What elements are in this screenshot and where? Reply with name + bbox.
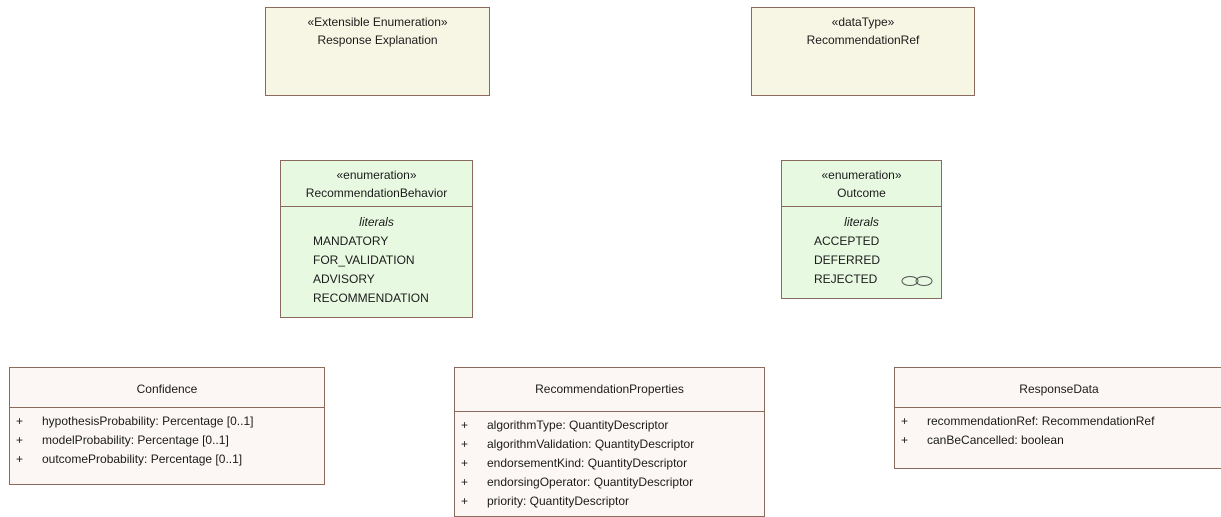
- outcome-enumeration[interactable]: «enumeration» Outcome literals ACCEPTED …: [781, 160, 942, 299]
- attribute-row: + priority: QuantityDescriptor: [455, 492, 764, 511]
- class-name: RecommendationProperties: [535, 382, 684, 396]
- attribute-text: hypothesisProbability: Percentage [0..1]: [42, 414, 254, 428]
- visibility-marker: +: [461, 437, 469, 451]
- attribute-text: outcomeProbability: Percentage [0..1]: [42, 452, 243, 466]
- class-header: «Extensible Enumeration» Response Explan…: [266, 8, 489, 49]
- stereotype-label: «Extensible Enumeration»: [307, 15, 448, 29]
- literals-compartment: literals MANDATORY FOR_VALIDATION ADVISO…: [281, 206, 472, 308]
- attribute-row: + algorithmType: QuantityDescriptor: [455, 416, 764, 435]
- stereotype-label: «dataType»: [831, 15, 895, 29]
- recommendation-behavior-enumeration[interactable]: «enumeration» RecommendationBehavior lit…: [280, 160, 473, 318]
- class-header: «enumeration» RecommendationBehavior: [281, 161, 472, 206]
- attributes-compartment: + hypothesisProbability: Percentage [0..…: [10, 407, 324, 469]
- attributes-compartment: + algorithmType: QuantityDescriptor + al…: [455, 411, 764, 511]
- enum-literal: ADVISORY: [313, 272, 375, 286]
- class-name: RecommendationRef: [806, 33, 920, 47]
- visibility-marker: +: [901, 414, 909, 428]
- attribute-row: + modelProbability: Percentage [0..1]: [10, 431, 324, 450]
- class-header: Confidence: [10, 368, 324, 407]
- attribute-text: priority: QuantityDescriptor: [487, 494, 630, 508]
- recommendation-properties-class[interactable]: RecommendationProperties + algorithmType…: [454, 367, 765, 517]
- class-name: Response Explanation: [317, 33, 438, 47]
- visibility-marker: +: [461, 475, 469, 489]
- enum-literal: RECOMMENDATION: [313, 291, 429, 305]
- attribute-row: + hypothesisProbability: Percentage [0..…: [10, 412, 324, 431]
- response-data-class[interactable]: ResponseData + recommendationRef: Recomm…: [894, 367, 1221, 469]
- enum-literal: MANDATORY: [313, 234, 389, 248]
- class-name: ResponseData: [1019, 382, 1099, 396]
- stereotype-label: «enumeration»: [821, 168, 902, 182]
- visibility-marker: +: [461, 418, 469, 432]
- literals-caption: literals: [844, 215, 879, 229]
- confidence-class[interactable]: Confidence + hypothesisProbability: Perc…: [9, 367, 325, 485]
- class-header: «enumeration» Outcome: [782, 161, 941, 206]
- response-explanation-class[interactable]: «Extensible Enumeration» Response Explan…: [265, 7, 490, 96]
- attribute-row: + outcomeProbability: Percentage [0..1]: [10, 450, 324, 469]
- attribute-row: + endorsementKind: QuantityDescriptor: [455, 454, 764, 473]
- attribute-row: + recommendationRef: RecommendationRef: [895, 412, 1221, 431]
- attribute-text: canBeCancelled: boolean: [927, 433, 1064, 447]
- visibility-marker: +: [16, 433, 24, 447]
- visibility-marker: +: [901, 433, 909, 447]
- class-header: «dataType» RecommendationRef: [752, 8, 974, 49]
- attribute-text: recommendationRef: RecommendationRef: [927, 414, 1155, 428]
- class-header: RecommendationProperties: [455, 368, 764, 411]
- stereotype-label: «enumeration»: [336, 168, 417, 182]
- class-name: Outcome: [837, 186, 886, 200]
- visibility-marker: +: [461, 494, 469, 508]
- attribute-text: endorsementKind: QuantityDescriptor: [487, 456, 688, 470]
- enum-literal: REJECTED: [814, 272, 878, 286]
- attribute-row: + canBeCancelled: boolean: [895, 431, 1221, 450]
- enum-literal: FOR_VALIDATION: [313, 253, 415, 267]
- recommendation-ref-datatype[interactable]: «dataType» RecommendationRef: [751, 7, 975, 96]
- visibility-marker: +: [16, 414, 24, 428]
- attribute-text: algorithmType: QuantityDescriptor: [487, 418, 669, 432]
- enum-literal: DEFERRED: [814, 253, 881, 267]
- chain-link-icon: [899, 274, 935, 292]
- visibility-marker: +: [461, 456, 469, 470]
- attribute-row: + algorithmValidation: QuantityDescripto…: [455, 435, 764, 454]
- enum-literal: ACCEPTED: [814, 234, 880, 248]
- class-header: ResponseData: [895, 368, 1221, 407]
- class-name: Confidence: [136, 382, 198, 396]
- attribute-text: modelProbability: Percentage [0..1]: [42, 433, 229, 447]
- visibility-marker: +: [16, 452, 24, 466]
- class-name: RecommendationBehavior: [305, 186, 448, 200]
- attribute-row: + endorsingOperator: QuantityDescriptor: [455, 473, 764, 492]
- attribute-text: algorithmValidation: QuantityDescriptor: [487, 437, 695, 451]
- literals-caption: literals: [359, 215, 394, 229]
- attribute-text: endorsingOperator: QuantityDescriptor: [487, 475, 694, 489]
- attributes-compartment: + recommendationRef: RecommendationRef +…: [895, 407, 1221, 450]
- literals-compartment: literals ACCEPTED DEFERRED REJECTED: [782, 206, 941, 289]
